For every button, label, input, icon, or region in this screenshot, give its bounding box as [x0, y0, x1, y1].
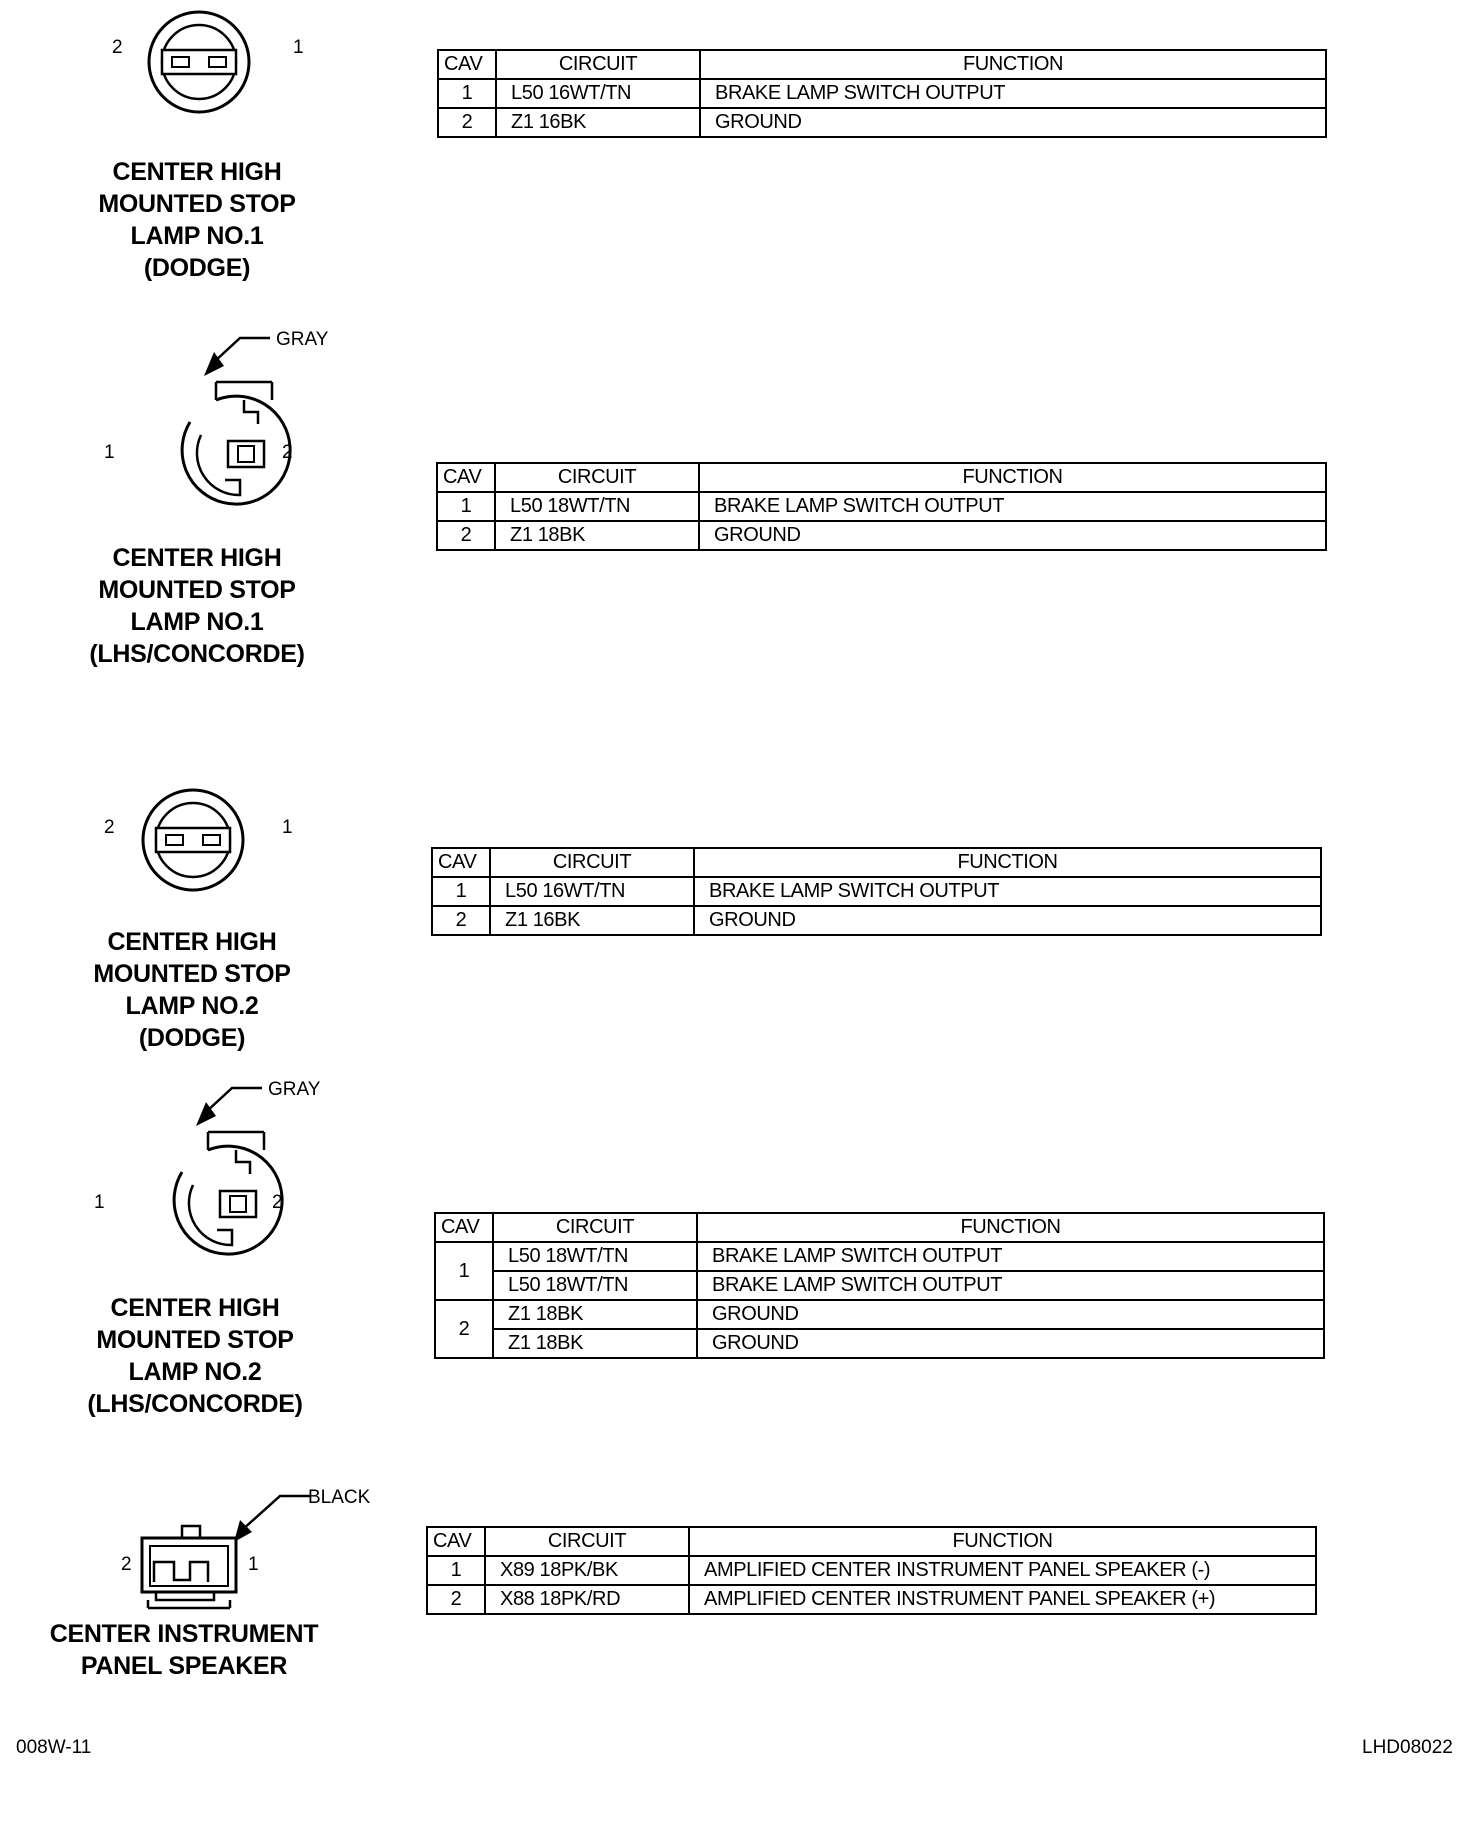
- pinout-table: CAV CIRCUIT FUNCTION 1 L50 16WT/TN BRAKE…: [437, 49, 1327, 138]
- table-row: 1 L50 18WT/TN BRAKE LAMP SWITCH OUTPUT: [434, 1241, 1325, 1301]
- table-row: Z1 18BK GROUND: [435, 1328, 1325, 1359]
- connector-face-round: 2 1: [112, 10, 304, 114]
- pin-label-right: 2: [282, 442, 293, 463]
- pinout-table: CAV CIRCUIT FUNCTION 1 L50 18WT/TN BRAKE…: [436, 462, 1327, 551]
- callout-arrow-icon: [204, 352, 224, 376]
- color-label: GRAY: [276, 329, 329, 350]
- connector-title: CENTER HIGH MOUNTED STOP LAMP NO.2 (LHS/…: [87, 1294, 303, 1418]
- connector-face-keyed: GRAY 1 2: [94, 1079, 321, 1256]
- connector-title: CENTER INSTRUMENT PANEL SPEAKER: [49, 1620, 319, 1680]
- table-row: 2 Z1 16BK GROUND: [431, 905, 1322, 936]
- table-header-row: CAV CIRCUIT FUNCTION: [426, 1526, 1317, 1557]
- color-label: GRAY: [268, 1079, 321, 1100]
- connector-face-keyed: GRAY 1 2: [104, 329, 329, 506]
- callout-arrow-icon: [196, 1102, 216, 1126]
- page-number: 008W-11: [16, 1737, 92, 1758]
- table-header-row: CAV CIRCUIT FUNCTION: [431, 847, 1322, 878]
- pinout-table: CAV CIRCUIT FUNCTION 1 L50 16WT/TN BRAKE…: [431, 847, 1322, 936]
- pin-label-left: 2: [104, 817, 115, 838]
- table-header-row: CAV CIRCUIT FUNCTION: [434, 1212, 1325, 1243]
- connector-title: CENTER HIGH MOUNTED STOP LAMP NO.1 (DODG…: [98, 158, 296, 282]
- connector-title: CENTER HIGH MOUNTED STOP LAMP NO.2 (DODG…: [93, 928, 291, 1052]
- connector-title: CENTER HIGH MOUNTED STOP LAMP NO.1 (LHS/…: [89, 544, 305, 668]
- table-row: 1 L50 16WT/TN BRAKE LAMP SWITCH OUTPUT: [431, 876, 1322, 907]
- table-row: 1 L50 16WT/TN BRAKE LAMP SWITCH OUTPUT: [437, 78, 1327, 109]
- pin-label-right: 1: [248, 1554, 259, 1575]
- pin-label-left: 2: [121, 1554, 132, 1575]
- pin-label-right: 1: [293, 37, 304, 58]
- color-label: BLACK: [308, 1487, 371, 1508]
- table-row: 1 X89 18PK/BK AMPLIFIED CENTER INSTRUMEN…: [426, 1555, 1317, 1586]
- pin-label-right: 2: [272, 1192, 283, 1213]
- pin-label-left: 2: [112, 37, 123, 58]
- pin-label-right: 1: [282, 817, 293, 838]
- table-header-row: CAV CIRCUIT FUNCTION: [436, 462, 1327, 493]
- table-row: 2 X88 18PK/RD AMPLIFIED CENTER INSTRUMEN…: [426, 1584, 1317, 1615]
- pin-label-left: 1: [104, 442, 115, 463]
- table-header-row: CAV CIRCUIT FUNCTION: [437, 49, 1327, 80]
- connector-face-rectangular: BLACK 2 1: [121, 1487, 371, 1610]
- table-row: 2 Z1 18BK GROUND: [436, 520, 1327, 551]
- callout-arrow-icon: [234, 1520, 252, 1542]
- pinout-table: CAV CIRCUIT FUNCTION 1 X89 18PK/BK AMPLI…: [426, 1526, 1317, 1615]
- table-row: 2 Z1 18BK GROUND: [434, 1299, 1325, 1359]
- table-row: L50 18WT/TN BRAKE LAMP SWITCH OUTPUT: [435, 1270, 1325, 1301]
- pin-label-left: 1: [94, 1192, 105, 1213]
- table-row: 1 L50 18WT/TN BRAKE LAMP SWITCH OUTPUT: [436, 491, 1327, 522]
- figure-code: LHD08022: [1362, 1737, 1453, 1758]
- connector-face-round: 2 1: [104, 788, 293, 892]
- table-row: 2 Z1 16BK GROUND: [437, 107, 1327, 138]
- pinout-table: CAV CIRCUIT FUNCTION 1 L50 18WT/TN BRAKE…: [434, 1212, 1325, 1359]
